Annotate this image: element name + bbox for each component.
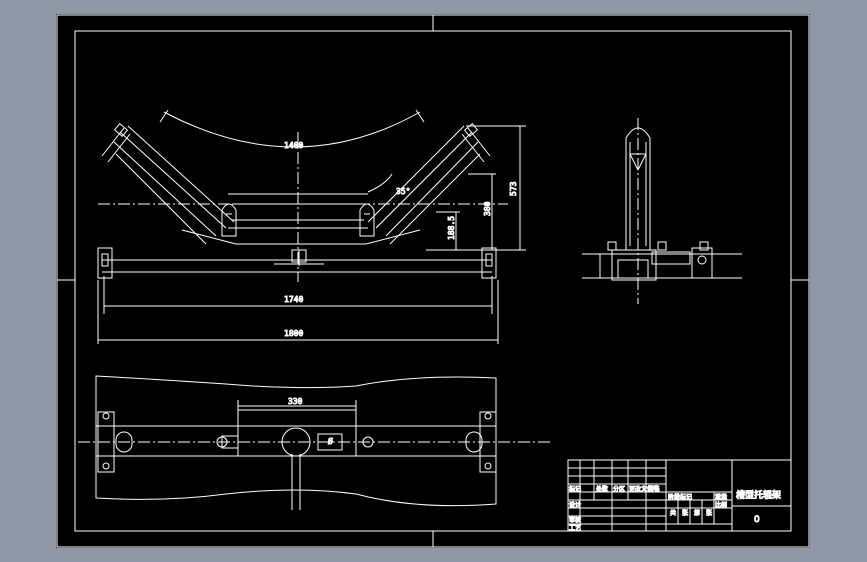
tb-label-zone: 分区 [613,485,625,493]
cross-beam [97,247,497,279]
tb-label-signature: 签名 [648,485,660,493]
dim-188-5: 188.5 [447,216,456,240]
center-shaft [281,427,311,457]
height-dimensions [426,125,526,251]
outer-frame [56,14,810,548]
angle-arc [367,173,393,193]
tb-label-scale: 比例 [715,501,727,509]
dim-arc-1400 [163,111,421,148]
tb-mark-total: 共 [670,509,676,517]
drawing-sheet: 1400 35° 573 380 188.5 1740 1800 [56,14,810,548]
tb-label-stage: 阶段标记 [668,493,692,501]
front-view: 1400 35° 573 380 188.5 1740 1800 [97,109,526,344]
title-block: 标记 处数 分区 更改文件号 签名 设计 审核 工艺 阶段标记 重量 比例 共 … [567,459,792,533]
dim-1800: 1800 [284,329,303,338]
bracket-frame [181,229,421,245]
dim-center-small: Ø [328,436,333,446]
dim-380: 380 [483,201,492,216]
dim-573: 573 [509,181,518,196]
cad-drawing: 1400 35° 573 380 188.5 1740 1800 [56,14,810,548]
tb-mark-sheets: 张 [682,509,688,517]
centring-marks [57,15,809,547]
dim-330: 330 [288,397,303,406]
belt-outline [95,375,497,507]
tb-mark-sheet: 张 [706,509,712,517]
dim-1400: 1400 [284,141,303,150]
tb-label-review: 审核 [569,516,581,524]
tb-label-mark: 标记 [569,485,581,493]
left-wing-roller [101,123,235,237]
side-view [582,118,742,304]
dim-angle: 35° [396,187,410,196]
tb-label-design: 设计 [569,501,581,509]
span-dimensions [97,276,499,344]
sheet-number: 0 [754,515,760,525]
tb-label-weight: 重量 [715,493,727,501]
right-wing-roller [367,123,491,237]
tb-mark-number: 第 [694,509,700,517]
tb-label-change-doc: 更改文件号 [629,485,659,493]
tb-label-process: 工艺 [569,524,581,532]
plan-view: 330 Ø [78,375,550,510]
dim-1740: 1740 [284,295,303,304]
drawing-title: 槽型托辊架 [736,489,781,501]
tb-label-count: 处数 [596,485,608,493]
